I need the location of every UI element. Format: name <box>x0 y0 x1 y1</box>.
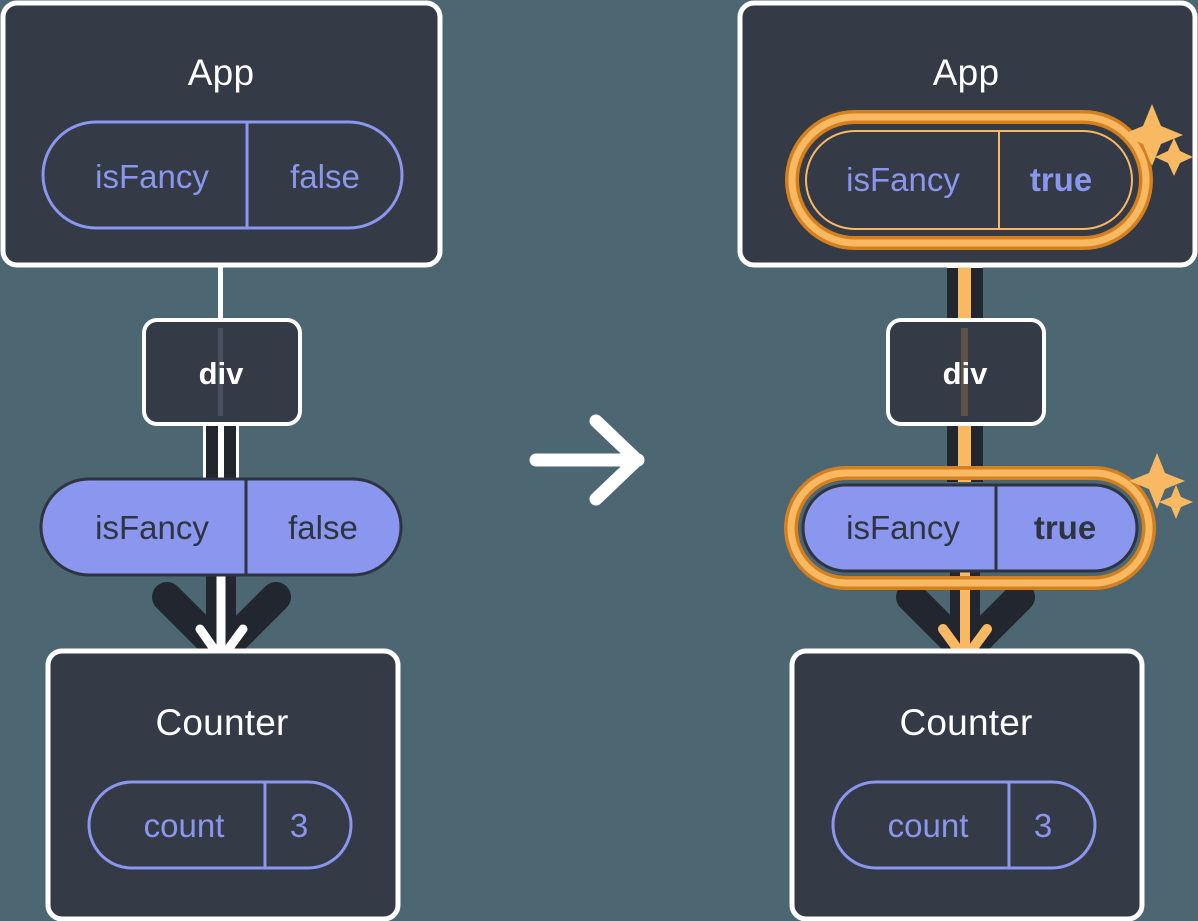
arrow-right-icon <box>529 414 645 506</box>
counter-box-right <box>789 648 1145 921</box>
counter-box-left <box>45 648 401 921</box>
sparkle-icon-props-right <box>1129 453 1193 519</box>
app-state-pill-highlight-inner-right <box>788 113 1150 247</box>
arrow-props-to-counter-right <box>896 557 1035 667</box>
connector-through-div-right <box>961 328 968 416</box>
app-state-pill-left <box>41 120 404 230</box>
props-pill-highlight-inner-right <box>787 469 1153 587</box>
props-pill-left <box>39 477 403 577</box>
app-box-right <box>737 0 1198 268</box>
counter-state-pill-right <box>831 780 1097 870</box>
sparkle-icon-app-right <box>1121 104 1193 176</box>
connector-app-to-div-left <box>218 262 223 322</box>
props-pill-right <box>801 483 1139 573</box>
app-state-pill-right <box>805 130 1133 230</box>
connector-through-div-left <box>218 328 223 416</box>
connector-div-to-props-left <box>203 422 239 480</box>
counter-state-pill-left <box>87 780 353 870</box>
app-box-left <box>0 0 443 268</box>
